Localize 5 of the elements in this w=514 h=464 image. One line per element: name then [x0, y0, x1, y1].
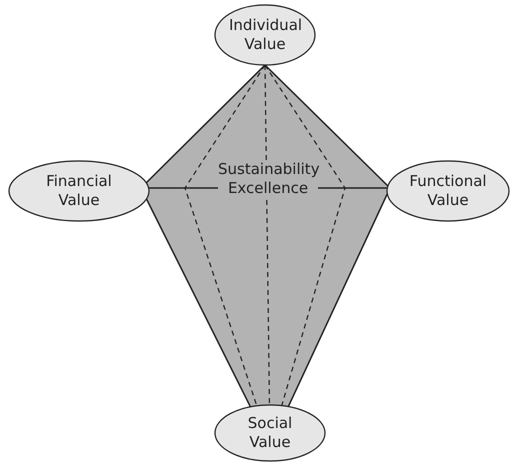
value-ellipse: Financial Value	[8, 160, 150, 222]
value-ellipse: Functional Value	[386, 160, 510, 222]
center-label: Sustainability Excellence	[218, 160, 318, 198]
value-ellipse: Social Value	[214, 404, 326, 462]
value-ellipse: Individual Value	[214, 4, 316, 66]
